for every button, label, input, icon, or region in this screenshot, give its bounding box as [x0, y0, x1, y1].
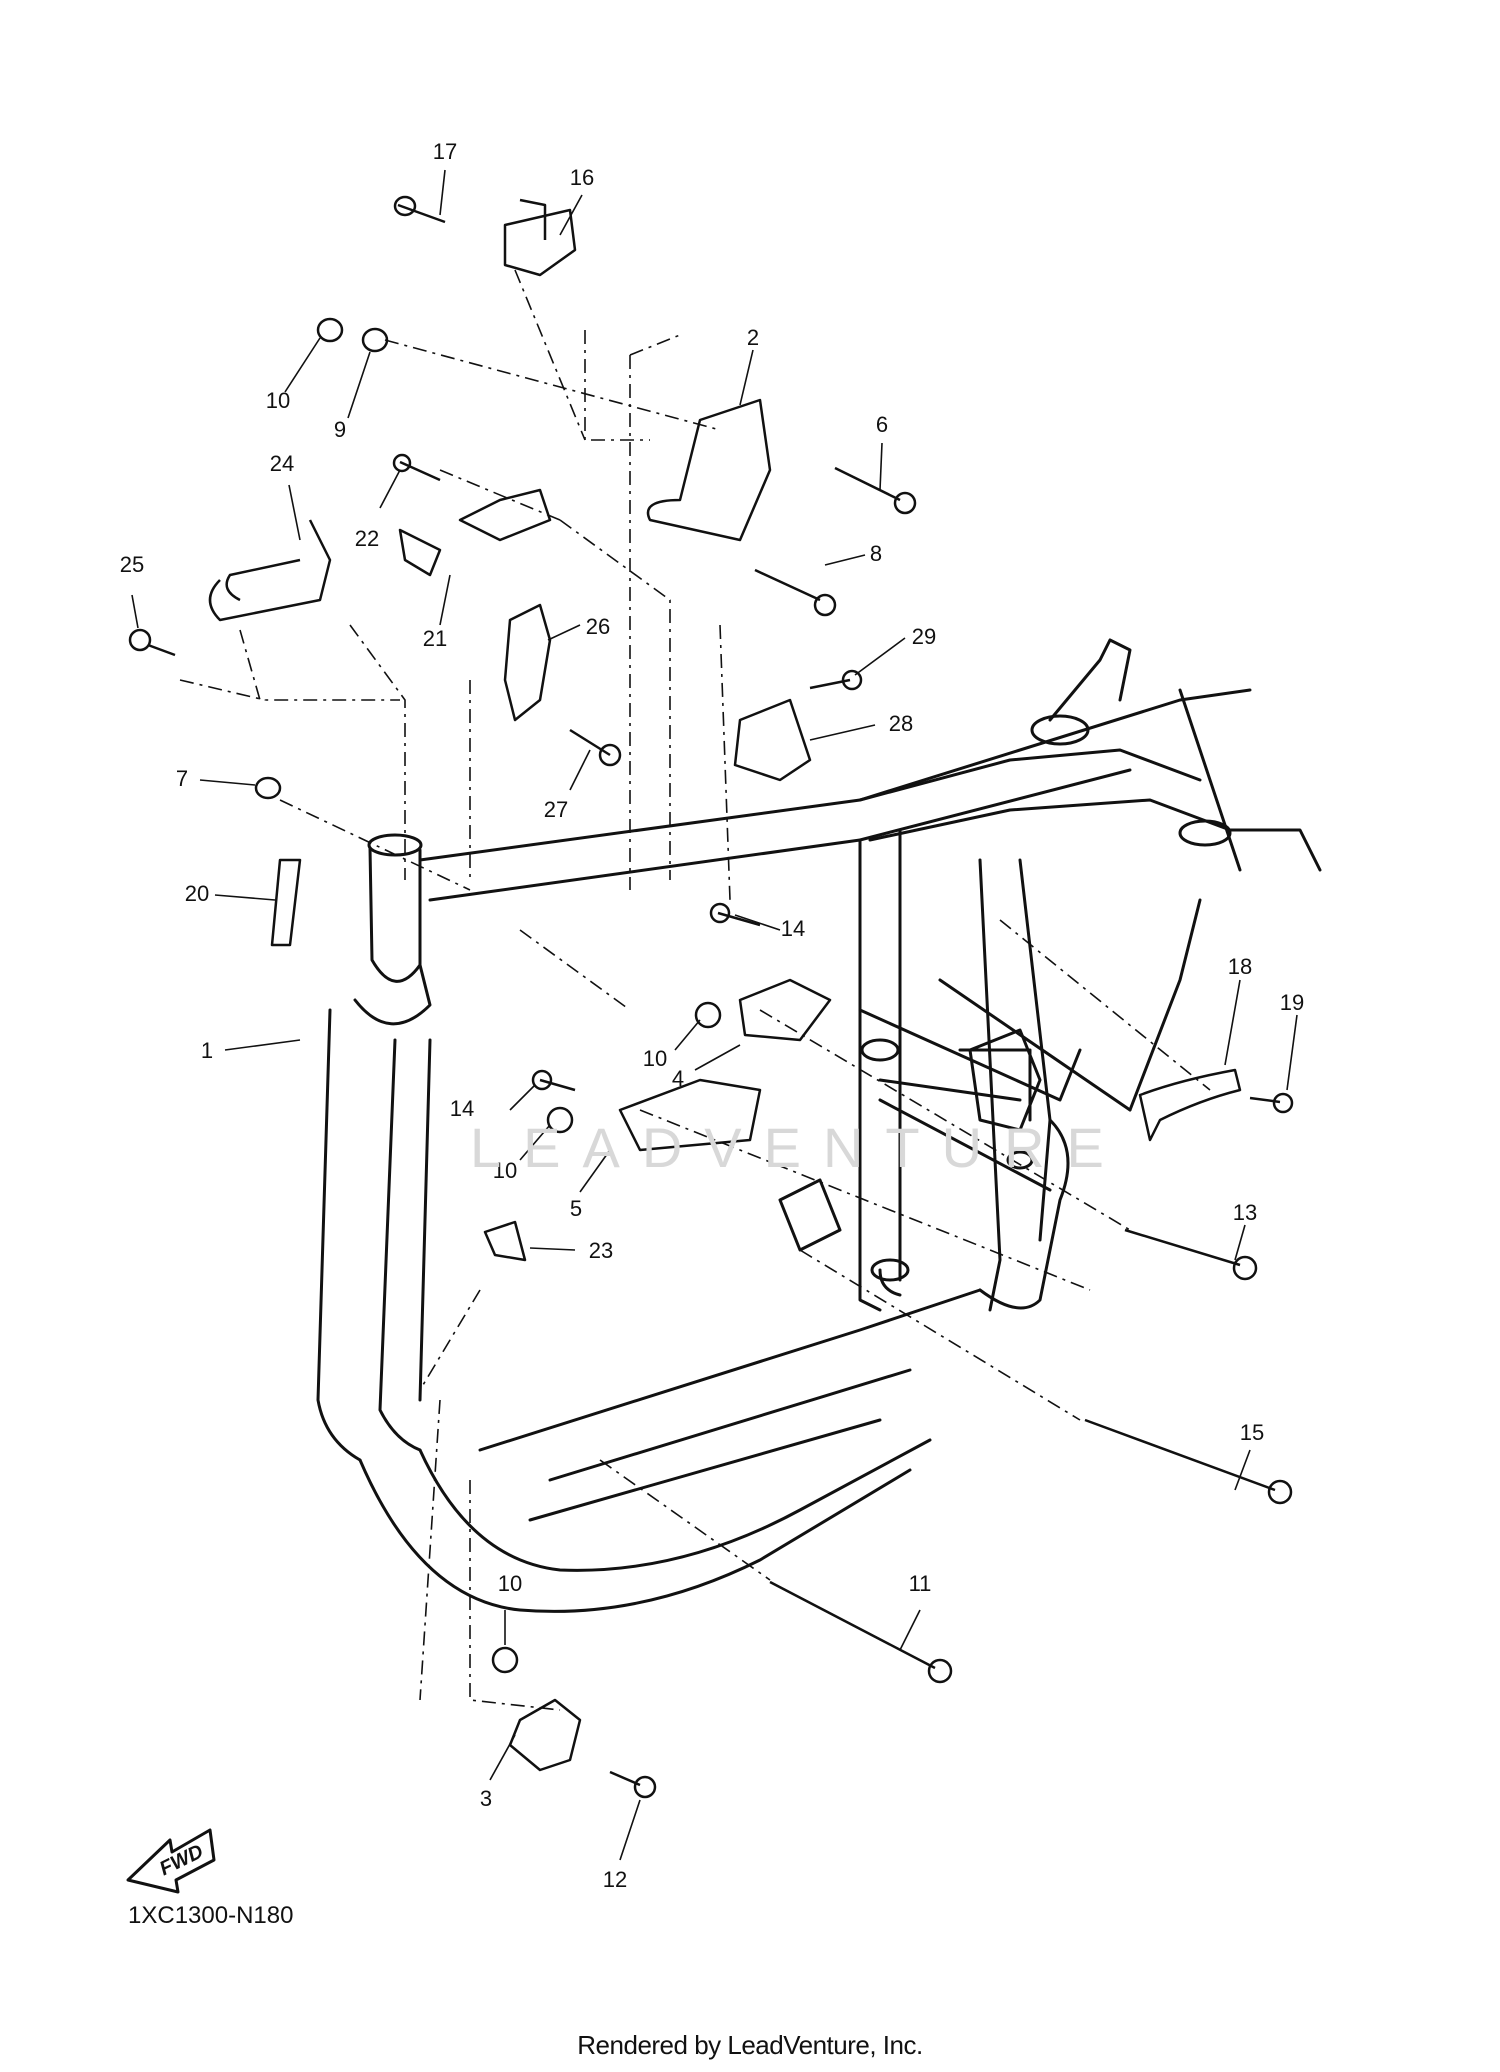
callout-28: 28	[889, 711, 913, 736]
callout-10: 10	[266, 388, 290, 413]
callout-27: 27	[544, 797, 568, 822]
callout-1: 1	[201, 1038, 213, 1063]
callout-4: 4	[672, 1066, 684, 1091]
forward-direction-arrow-icon: FWD	[126, 1828, 216, 1894]
callout-5: 5	[570, 1196, 582, 1221]
callout-24: 24	[270, 451, 294, 476]
callout-10: 10	[643, 1046, 667, 1071]
callout-11: 11	[909, 1571, 932, 1596]
callout-14: 14	[781, 916, 805, 941]
callout-14: 14	[450, 1096, 474, 1121]
callout-18: 18	[1228, 954, 1252, 979]
assembly-guide-lines	[179, 269, 1211, 1711]
callout-29: 29	[912, 624, 936, 649]
callout-6: 6	[876, 412, 888, 437]
callout-13: 13	[1233, 1200, 1257, 1225]
callout-25: 25	[120, 552, 144, 577]
callout-19: 19	[1280, 990, 1304, 1015]
callout-21: 21	[423, 626, 447, 651]
callout-16: 16	[570, 165, 594, 190]
callout-10: 10	[498, 1571, 522, 1596]
render-credit: Rendered by LeadVenture, Inc.	[577, 2030, 923, 2060]
callout-8: 8	[870, 541, 882, 566]
callout-17: 17	[433, 139, 457, 164]
callout-22: 22	[355, 526, 379, 551]
callout-7: 7	[176, 766, 188, 791]
callout-15: 15	[1240, 1420, 1264, 1445]
motorcycle-frame	[316, 638, 1322, 1613]
callout-labels: 17 16 2 6 10 9 24 22 8 25 21 26 29 28 27…	[120, 139, 1304, 1892]
diagram-code: 1XC1300-N180	[128, 1902, 294, 1929]
callout-26: 26	[586, 614, 610, 639]
callout-12: 12	[603, 1867, 627, 1892]
callout-3: 3	[480, 1786, 492, 1811]
callout-2: 2	[747, 325, 759, 350]
watermark: LEADVENTURE	[470, 1116, 1126, 1179]
callout-10: 10	[493, 1158, 517, 1183]
callout-23: 23	[589, 1238, 613, 1263]
callout-leader-lines	[131, 169, 1298, 1861]
callout-20: 20	[185, 881, 209, 906]
fastener-parts	[128, 195, 1294, 1799]
callout-9: 9	[334, 417, 346, 442]
